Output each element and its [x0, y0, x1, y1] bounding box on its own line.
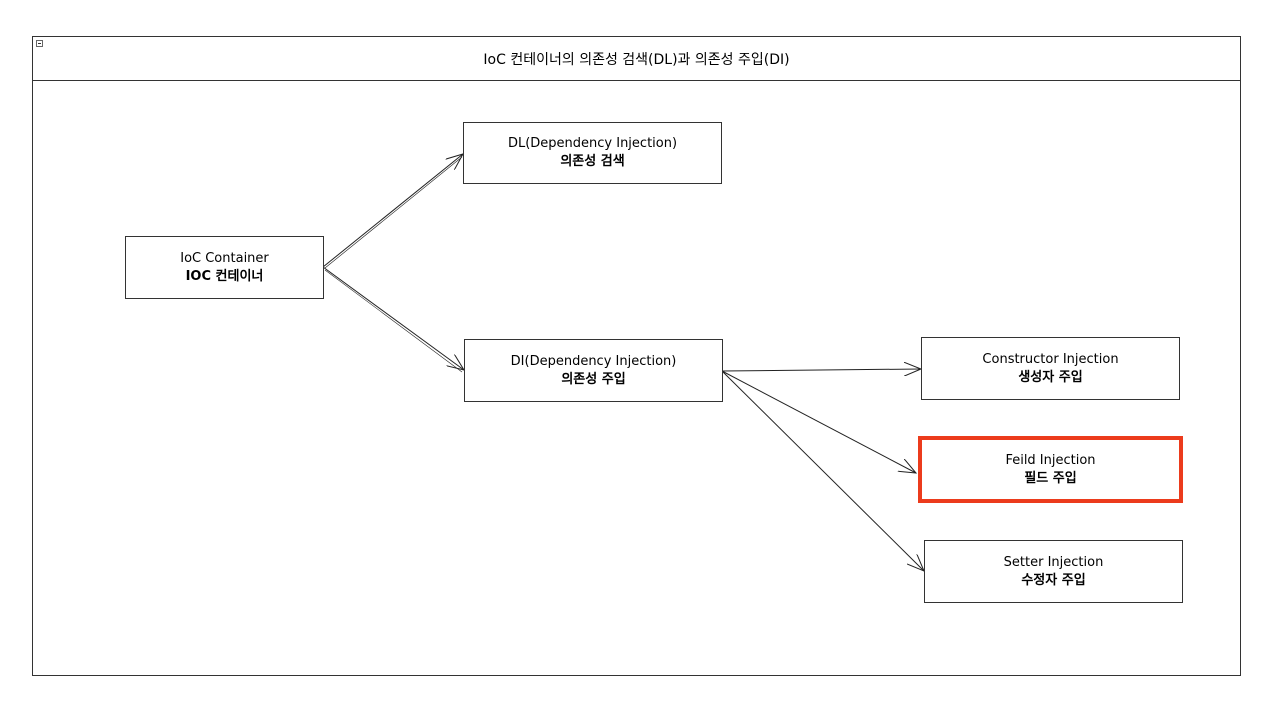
diagram-frame: IoC 컨테이너의 의존성 검색(DL)과 의존성 주입(DI)	[32, 36, 1241, 676]
node-field-injection[interactable]: Feild Injection 필드 주입	[918, 436, 1183, 503]
collapse-icon[interactable]	[36, 40, 43, 47]
node-constructor-ko: 생성자 주입	[1018, 369, 1083, 385]
node-ioc-container[interactable]: IoC Container IOC 컨테이너	[125, 236, 324, 299]
node-ioc-ko: IOC 컨테이너	[185, 268, 264, 284]
edge-di-to-field	[721, 370, 916, 473]
edge-di-to-constructor	[721, 369, 921, 371]
edge-di-to-setter	[721, 370, 924, 571]
node-setter-injection[interactable]: Setter Injection 수정자 주입	[924, 540, 1183, 603]
node-constructor-en: Constructor Injection	[982, 351, 1119, 367]
node-di-en: DI(Dependency Injection)	[510, 353, 677, 369]
node-ioc-en: IoC Container	[180, 250, 269, 266]
diagram-header: IoC 컨테이너의 의존성 검색(DL)과 의존성 주입(DI)	[33, 37, 1240, 81]
node-constructor-injection[interactable]: Constructor Injection 생성자 주입	[921, 337, 1180, 400]
node-field-en: Feild Injection	[1005, 452, 1096, 468]
edge-ioc-to-di	[322, 266, 464, 370]
edge-ioc-to-dl-sketch	[324, 156, 463, 269]
node-field-ko: 필드 주입	[1024, 470, 1077, 486]
node-setter-en: Setter Injection	[1003, 554, 1104, 570]
node-dl-en: DL(Dependency Injection)	[507, 136, 678, 151]
node-di-ko: 의존성 주입	[561, 371, 626, 387]
node-setter-ko: 수정자 주입	[1021, 572, 1086, 588]
node-di[interactable]: DI(Dependency Injection) 의존성 주입	[464, 339, 723, 402]
diagram-title: IoC 컨테이너의 의존성 검색(DL)과 의존성 주입(DI)	[483, 51, 790, 68]
edge-ioc-to-di-sketch	[324, 269, 463, 373]
node-dl[interactable]: DL(Dependency Injection) 의존성 검색	[463, 122, 722, 184]
edge-ioc-to-dl	[322, 154, 463, 268]
node-dl-ko: 의존성 검색	[560, 154, 625, 169]
